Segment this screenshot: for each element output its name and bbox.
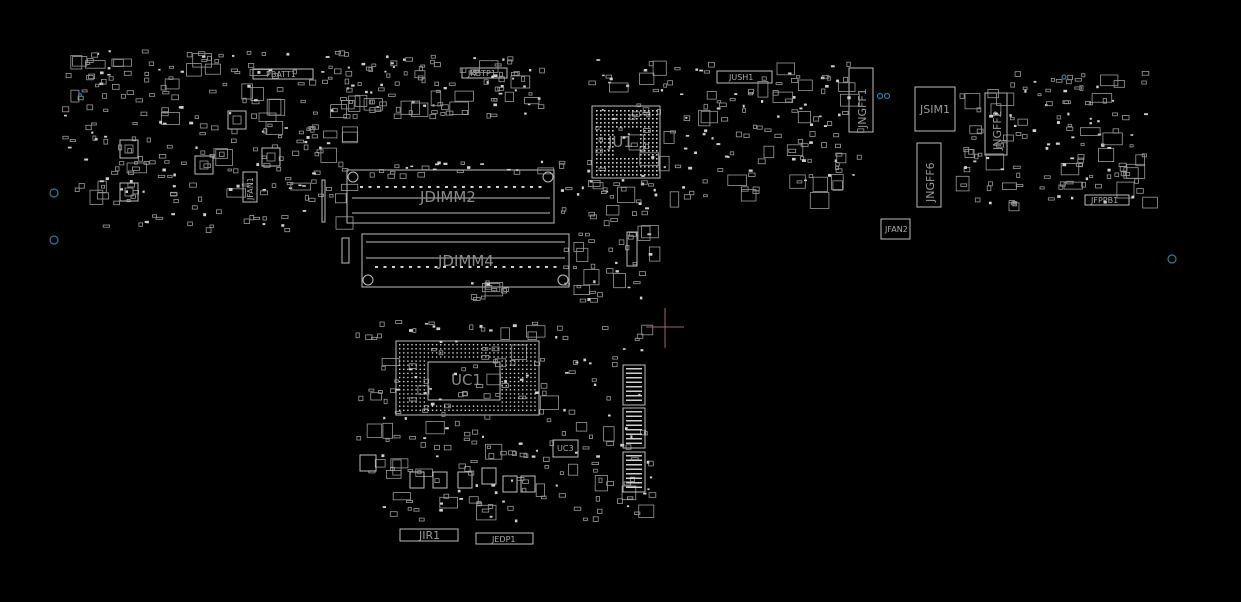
uc1-label: UC1 — [451, 371, 482, 389]
jfan2-label: JFAN2 — [884, 225, 908, 234]
jngff6-slot[interactable]: JNGFF6 — [916, 142, 942, 208]
pbatt1-connector[interactable]: PBATT1 — [252, 68, 314, 80]
component-footprints — [62, 49, 1158, 523]
jngff2-slot[interactable]: JNGFF2 — [984, 92, 1008, 156]
jngff1-slot[interactable]: JNGFF1 — [848, 67, 874, 133]
jir1-connector[interactable]: JIR1 — [399, 528, 459, 542]
crosshair-icon — [646, 308, 684, 348]
jngff6-label: JNGFF6 — [924, 162, 937, 203]
jngff2-label: JNGFF2 — [991, 110, 1004, 151]
uc3-chip[interactable]: UC3 — [552, 439, 579, 458]
jush1-connector[interactable]: JUSH1 — [716, 70, 773, 84]
jfppb1-connector[interactable]: JFPPB1 — [1084, 194, 1130, 206]
jfan2-connector[interactable]: JFAN2 — [880, 218, 911, 240]
mounting-holes — [49, 74, 1177, 264]
jfan1-connector[interactable]: JFAN1 — [242, 171, 258, 203]
jdimm2-label: JDIMM2 — [419, 188, 476, 206]
jir1-label: JIR1 — [418, 529, 440, 542]
jfppb1-label: JFPPB1 — [1090, 196, 1118, 205]
jdimm2-slot[interactable]: JDIMM2 — [346, 169, 555, 224]
jush1-label: JUSH1 — [728, 73, 753, 82]
jsim1-slot[interactable]: JSIM1 — [914, 86, 956, 132]
jedp1-label: JEDP1 — [491, 535, 516, 544]
jdimm4-label: JDIMM4 — [437, 252, 494, 270]
uc1-cpu[interactable]: UC1 — [395, 340, 540, 416]
jsim1-label: JSIM1 — [919, 103, 950, 116]
jdimm4-slot[interactable]: JDIMM4 — [361, 233, 570, 288]
pbatt1-label: PBATT1 — [266, 70, 296, 79]
jkbtp1-connector[interactable]: JKBTP1 — [461, 67, 508, 79]
jkbtp1-label: JKBTP1 — [467, 69, 496, 78]
jedp1-connector[interactable]: JEDP1 — [475, 532, 534, 545]
uc3-label: UC3 — [557, 444, 574, 453]
jfan1-label: JFAN1 — [246, 177, 255, 201]
